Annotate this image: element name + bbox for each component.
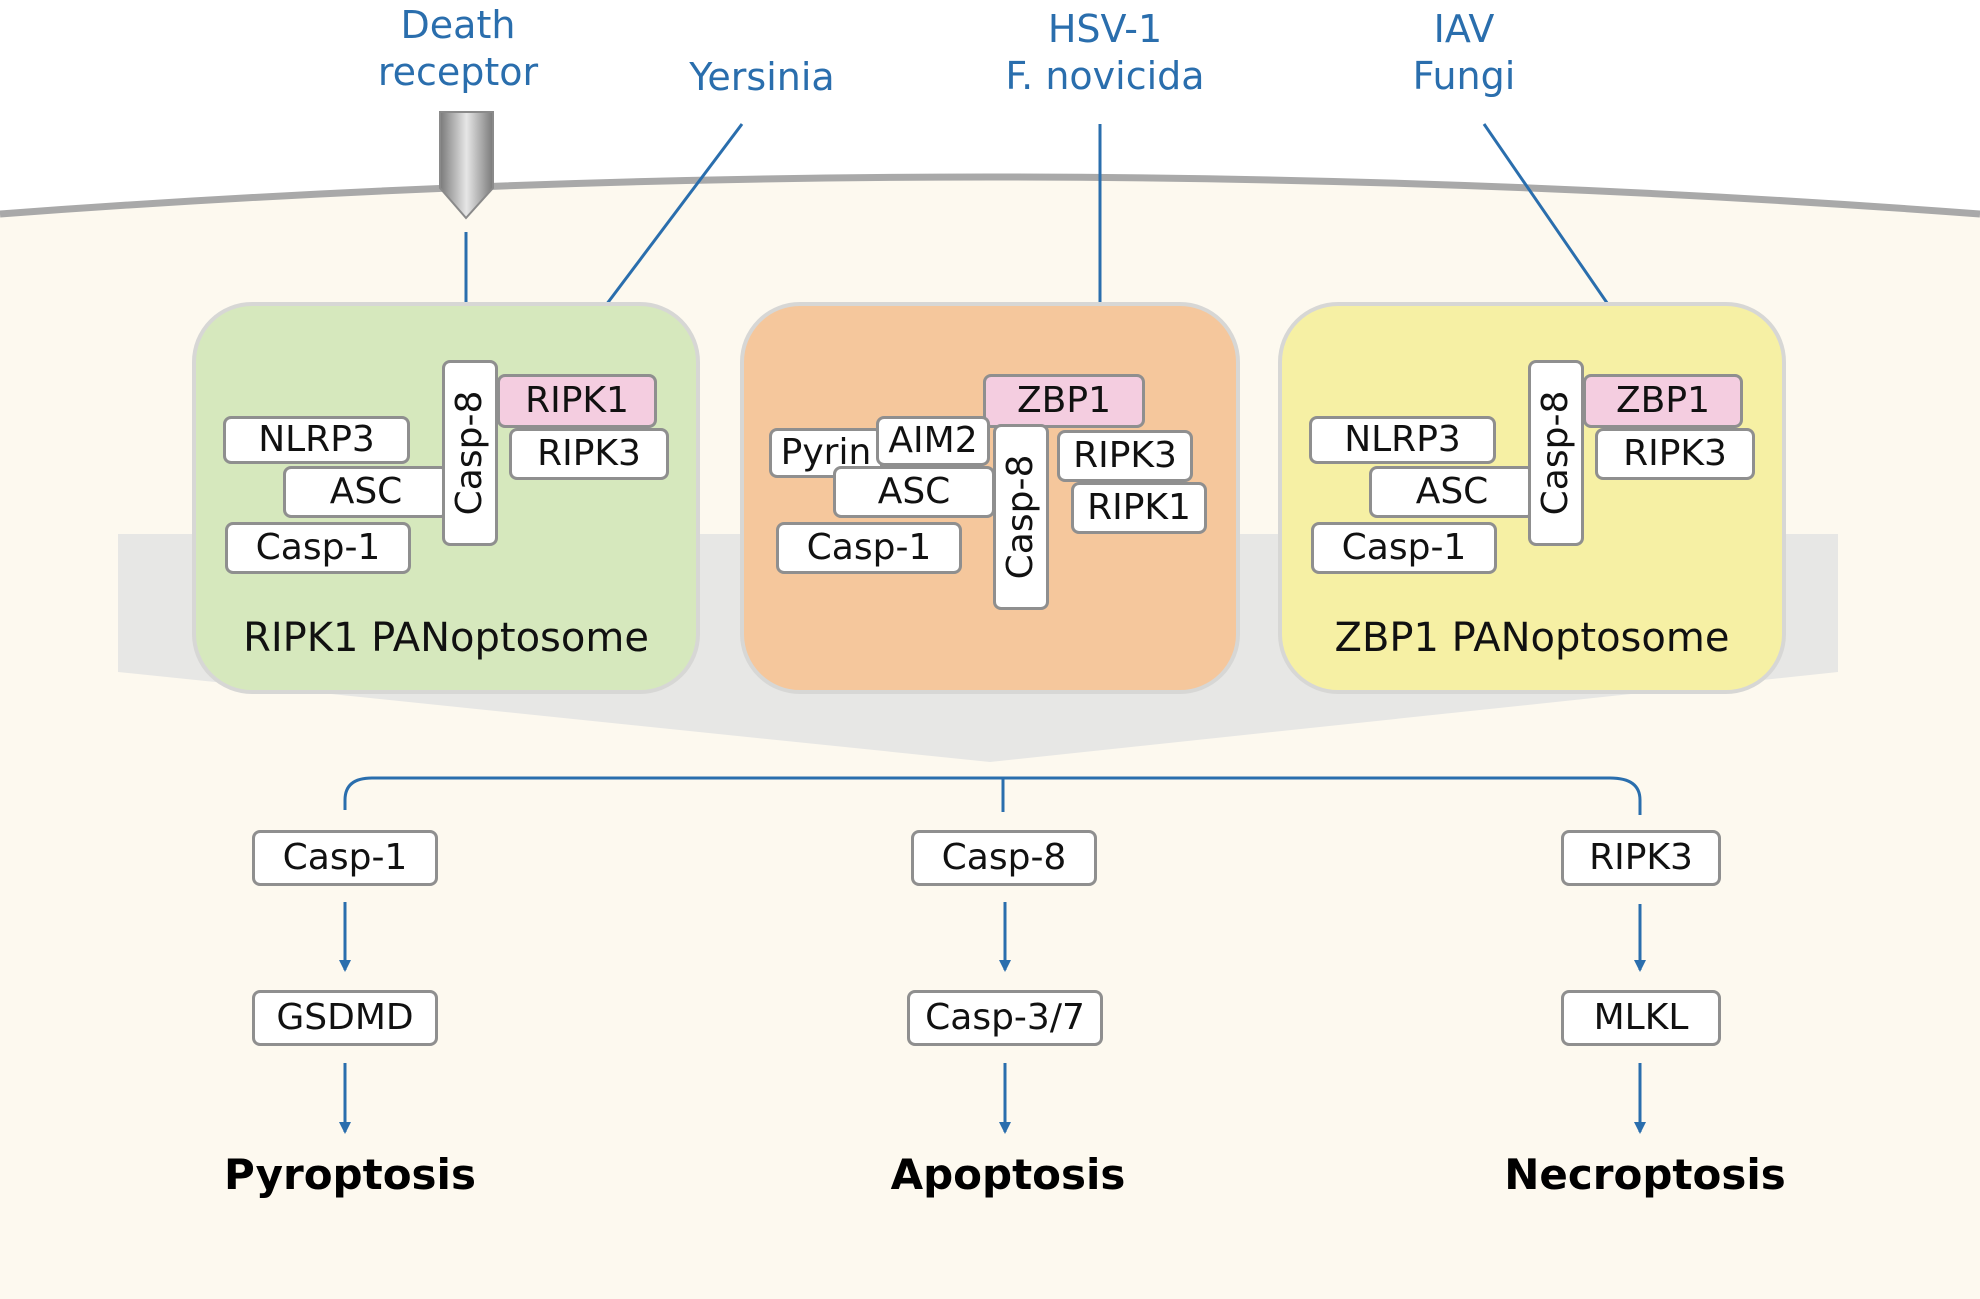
cell-membrane (0, 173, 1980, 218)
middle-complex-asc: ASC (833, 466, 995, 518)
middle-complex-ripk3: RIPK3 (1057, 430, 1193, 482)
zbp1-panoptosome-label: ZBP1 PANoptosome (1334, 615, 1730, 661)
zbp1-complex-casp8: Casp-8 (1528, 360, 1584, 546)
necroptosis-outcome: Necroptosis (1504, 1150, 1786, 1199)
zbp1-complex-zbp1: ZBP1 (1583, 374, 1743, 428)
ripk1-panoptosome-label: RIPK1 PANoptosome (243, 615, 649, 661)
middle-complex-casp1: Casp-1 (776, 522, 962, 574)
pyroptosis-outcome: Pyroptosis (224, 1150, 476, 1199)
middle-complex-casp8: Casp-8 (993, 424, 1049, 610)
apoptosis-casp8: Casp-8 (911, 830, 1097, 886)
stimulus-iav-fungi: IAV Fungi (1412, 7, 1516, 98)
middle-complex-ripk1: RIPK1 (1071, 482, 1207, 534)
ripk1-complex-casp1: Casp-1 (225, 522, 411, 574)
necroptosis-ripk3: RIPK3 (1561, 830, 1721, 886)
ripk1-complex-ripk1: RIPK1 (497, 374, 657, 428)
stimulus-yersinia: Yersinia (689, 55, 835, 99)
stimulus-death-receptor: Death receptor (377, 3, 539, 94)
pyroptosis-gsdmd: GSDMD (252, 990, 438, 1046)
ripk1-complex-casp8: Casp-8 (442, 360, 498, 546)
zbp1-complex-nlrp3: NLRP3 (1309, 416, 1496, 464)
pyroptosis-casp1: Casp-1 (252, 830, 438, 886)
death-receptor-shape (439, 111, 494, 220)
ripk1-complex-ripk3: RIPK3 (509, 428, 669, 480)
zbp1-complex-asc: ASC (1369, 466, 1535, 518)
necroptosis-mlkl: MLKL (1561, 990, 1721, 1046)
zbp1-complex-ripk3: RIPK3 (1595, 428, 1755, 480)
middle-complex-aim2: AIM2 (876, 416, 990, 466)
stimulus-hsv-fnovicida: HSV-1 F. novicida (1005, 7, 1205, 98)
branch-bracket (343, 776, 1642, 815)
apoptosis-outcome: Apoptosis (890, 1150, 1126, 1199)
middle-complex-zbp1: ZBP1 (983, 374, 1145, 428)
ripk1-complex-asc: ASC (283, 466, 449, 518)
zbp1-complex-casp1: Casp-1 (1311, 522, 1497, 574)
ripk1-complex-nlrp3: NLRP3 (223, 416, 410, 464)
apoptosis-casp37: Casp-3/7 (907, 990, 1103, 1046)
